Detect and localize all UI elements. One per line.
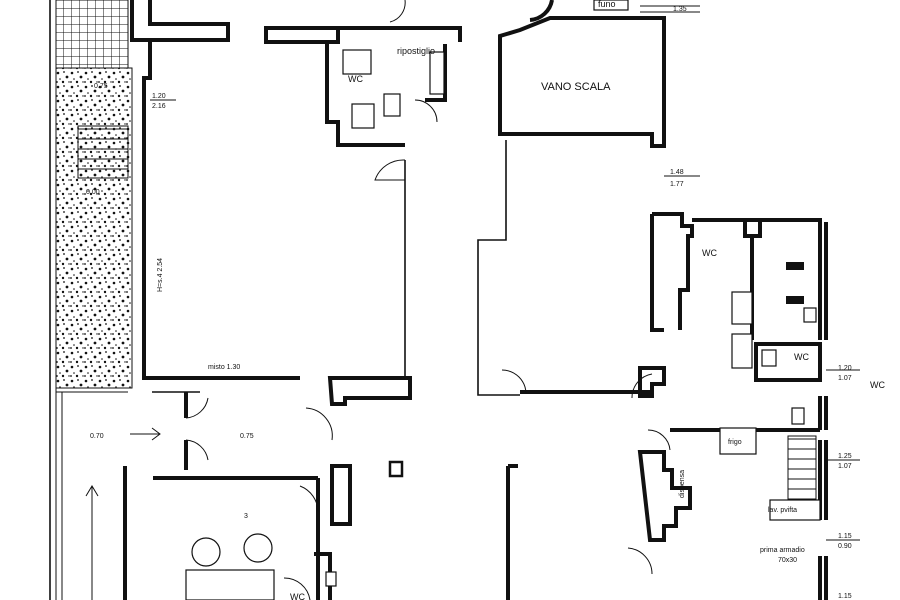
plan-labels: funo 1.35 ripostiglio WC VANO SCALA 0.75…	[86, 0, 885, 600]
exterior-left-strip	[49, 0, 133, 600]
doors-left-wing	[185, 0, 438, 600]
label-level-075-b: 0.75	[240, 433, 254, 440]
shower-tray	[429, 51, 445, 95]
label-dim-135: 1.35	[673, 6, 687, 13]
label-wc-right2: WC	[794, 352, 809, 362]
round-chair-2	[243, 533, 273, 563]
round-chair-1	[191, 537, 221, 567]
walls-right-wing	[477, 0, 828, 600]
washbasin-top	[383, 93, 401, 117]
label-dim-120-b: 1.20	[838, 365, 852, 372]
label-vano-scala: VANO SCALA	[541, 81, 611, 93]
label-level-070: 0.70	[90, 433, 104, 440]
tiled-paving	[55, 0, 129, 69]
label-lavastoviglie: lav. pvifta	[768, 507, 797, 514]
label-ripostiglio: ripostiglio	[397, 46, 435, 56]
label-dim-177: 1.77	[670, 181, 684, 188]
label-funo: funo	[598, 0, 616, 9]
label-dim-107: 1.07	[838, 375, 852, 382]
label-misto: misto 1.30	[208, 364, 240, 371]
label-dim-115-b: 1.15	[838, 593, 852, 600]
label-armadio: prima armadio	[760, 547, 805, 554]
washbasin-right-2	[731, 333, 753, 369]
wc-right-fixtures	[593, 0, 821, 521]
wc-toilet-bottom	[351, 103, 375, 129]
wc-top-fixtures	[342, 49, 445, 129]
label-wc-top: WC	[348, 74, 363, 84]
wc-right2-toilet	[761, 349, 777, 367]
wc-fixture-bottom	[325, 571, 337, 587]
label-dim-216: 2.16	[152, 103, 166, 110]
column	[388, 460, 404, 478]
label-dim-3: 3	[244, 513, 248, 520]
bedroom-furniture	[85, 427, 337, 600]
washbasin-right	[731, 291, 753, 325]
label-dim-125: 1.25	[838, 453, 852, 460]
dimension-lines	[150, 5, 860, 541]
gravel-area	[55, 67, 133, 389]
label-dim-090: 0.90	[838, 543, 852, 550]
label-dim-107-b: 1.07	[838, 463, 852, 470]
walls-left-wing	[123, 0, 462, 600]
label-dim-115: 1.15	[838, 533, 852, 540]
label-dim-70x30: 70x30	[778, 557, 797, 564]
kitchen-stairs	[787, 435, 817, 501]
dishwasher-box	[769, 499, 821, 521]
label-dim-120: 1.20	[152, 93, 166, 100]
exterior-stairs	[77, 125, 129, 179]
wc-toilet-top	[342, 49, 372, 75]
funo-box	[593, 0, 629, 11]
label-dim-148: 1.48	[670, 169, 684, 176]
label-wc-outside: WC	[870, 380, 885, 390]
fridge-box	[719, 427, 757, 455]
label-wc-bottom: WC	[290, 592, 305, 600]
urinal-2	[786, 296, 804, 304]
wc-lower-toilet	[791, 407, 805, 425]
bed	[185, 569, 275, 600]
wc-right-toilet	[803, 307, 817, 323]
urinal-1	[786, 262, 804, 270]
label-level-075: 0.75	[94, 83, 108, 90]
label-height-254: H=s.4 2.54	[157, 258, 164, 292]
label-dispensa: dispensa	[679, 470, 686, 498]
label-wc-right: WC	[702, 248, 717, 258]
label-level-000: 0.00	[86, 189, 100, 196]
doors-right-wing	[501, 369, 671, 575]
label-frigo: frigo	[728, 439, 742, 446]
